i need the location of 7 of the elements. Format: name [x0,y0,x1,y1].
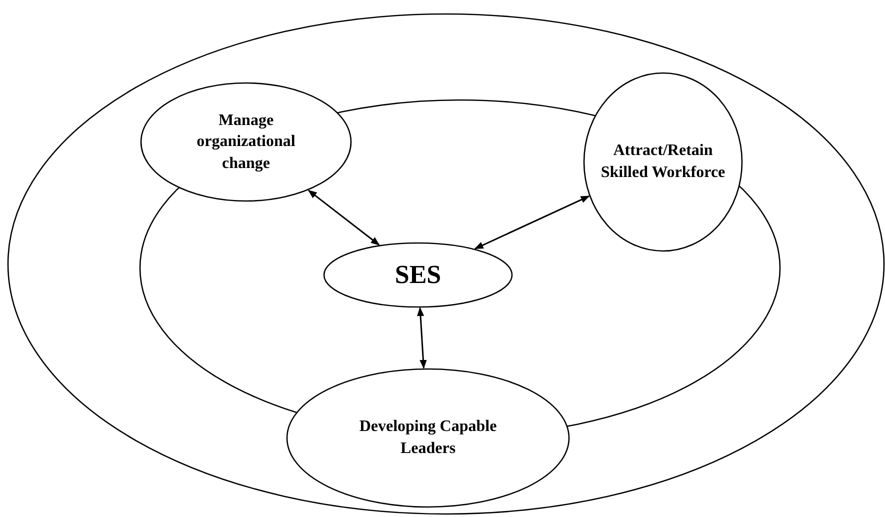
node-label: Manage organizational change [196,110,296,174]
double-arrow [308,190,380,246]
node-label: Attract/Retain Skilled Workforce [600,141,726,183]
double-arrow [416,307,427,369]
double-arrow [474,195,590,250]
node-label: Developing Capable Leaders [358,417,498,459]
node-label: SES [394,259,442,292]
